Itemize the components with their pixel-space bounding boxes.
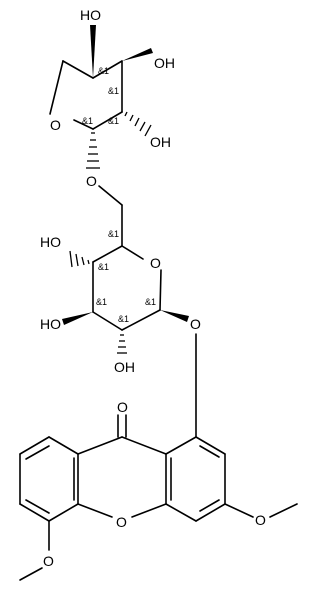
stereo-label: &1 xyxy=(118,314,129,324)
stereo-label: &1 xyxy=(98,262,109,272)
hashed-bond xyxy=(124,111,152,137)
methoxy-o-3-label: O xyxy=(255,512,266,528)
oh-glucose-c4-label: HO xyxy=(40,234,61,250)
oh-xylose-c2-label: OH xyxy=(150,134,171,150)
methoxy-o-5-label: O xyxy=(43,553,54,569)
ring-o-xylose-label: O xyxy=(50,117,61,133)
glucose-ring xyxy=(92,204,162,331)
xanthone-core xyxy=(19,414,226,522)
ring-o-glucose-label: O xyxy=(150,255,161,271)
carbonyl-o-label: O xyxy=(117,399,128,415)
wedge-bond xyxy=(62,312,93,325)
hashed-bond xyxy=(117,334,127,354)
glycosidic-o-1-label: O xyxy=(190,316,201,332)
oh-xylose-c3-label: OH xyxy=(154,55,175,71)
stereo-label: &1 xyxy=(108,86,119,96)
oh-xylose-c4-label: HO xyxy=(80,7,101,23)
stereo-label: &1 xyxy=(96,297,107,307)
wedge-bond xyxy=(90,25,96,78)
stereo-label: &1 xyxy=(145,297,156,307)
stereo-label: &1 xyxy=(108,229,119,239)
wedge-bond xyxy=(160,310,189,322)
hashed-bond xyxy=(69,250,90,268)
ring-o-xanthone-label: O xyxy=(116,514,127,530)
wedge-bond xyxy=(122,48,153,61)
glycosidic-o-6-label: O xyxy=(86,173,97,189)
stereo-label: &1 xyxy=(108,116,119,126)
oh-glucose-c2-label: OH xyxy=(114,359,135,375)
oh-glucose-c3-label: HO xyxy=(40,316,61,332)
stereo-label: &1 xyxy=(82,116,93,126)
stereo-label: &1 xyxy=(98,66,109,76)
hashed-bond xyxy=(86,132,100,169)
xylose-ring xyxy=(49,60,123,130)
